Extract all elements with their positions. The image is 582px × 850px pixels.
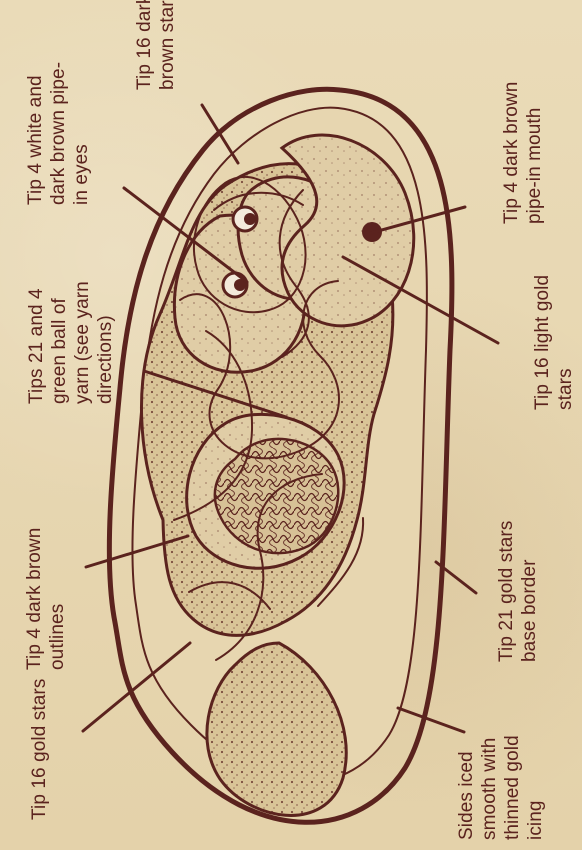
label-tip-16-dark-brown-stars-line1: Tip 16 dark bbox=[134, 0, 155, 90]
svg-text:Tip 21 gold stars base: Tip 21 gold stars base border bbox=[496, 515, 540, 662]
svg-text:Tips 21 and 4 green ba: Tips 21 and 4 green ball of yarn (see ya… bbox=[26, 276, 116, 404]
label-tip-4-eyes-line3: in eyes bbox=[71, 144, 92, 205]
label-sides-iced-line1: Sides iced bbox=[456, 751, 477, 840]
label-sides-iced-line3: thinned gold bbox=[502, 735, 523, 840]
label-tip-21-base-border-line1: Tip 21 gold stars bbox=[496, 521, 517, 662]
label-sides-iced-line4: icing bbox=[525, 800, 546, 840]
label-tips-21-4-yarn-line1: Tips 21 and 4 bbox=[26, 288, 47, 404]
eye-pupil-left bbox=[244, 213, 256, 225]
label-tips-21-4-yarn-line3: yarn (see yarn bbox=[72, 281, 93, 404]
svg-text:Tip 4 dark brown outli: Tip 4 dark brown outlines bbox=[24, 522, 68, 670]
label-tip-4-dark-brown-outlines-line1: Tip 4 dark brown bbox=[24, 528, 45, 670]
svg-text:Tip 16 light gold star: Tip 16 light gold stars bbox=[532, 269, 576, 410]
label-tip-21-base-border-line2: base border bbox=[519, 559, 540, 662]
label-sides-iced-line2: smooth with bbox=[479, 738, 500, 840]
label-tips-21-4-yarn-line4: directions) bbox=[95, 315, 116, 404]
label-tips-21-4-yarn-line2: green ball of bbox=[49, 298, 70, 404]
svg-text:Tip 16 dark brown star: Tip 16 dark brown stars bbox=[134, 0, 178, 90]
label-tip-16-dark-brown-stars-line2: brown stars bbox=[157, 0, 178, 90]
label-tip-4-eyes-line1: Tip 4 white and bbox=[25, 75, 46, 205]
svg-text:Tip 16 gold stars: Tip 16 gold stars bbox=[29, 679, 50, 820]
label-tip-16-gold-stars: Tip 16 gold stars bbox=[29, 679, 50, 820]
svg-text:Sides iced smooth with: Sides iced smooth with thinned gold icin… bbox=[456, 730, 546, 840]
label-tip-16-light-gold-stars-line1: Tip 16 light gold bbox=[532, 275, 553, 410]
label-tip-4-eyes-line2: dark brown pipe- bbox=[48, 62, 69, 205]
label-tip-4-dark-brown-outlines-line2: outlines bbox=[47, 604, 68, 670]
label-tip-4-mouth-line2: pipe-in mouth bbox=[524, 108, 545, 224]
label-tip-16-light-gold-stars-line2: stars bbox=[555, 368, 576, 410]
label-tip-4-mouth-line1: Tip 4 dark brown bbox=[501, 82, 522, 224]
svg-text:Tip 4 white and dark b: Tip 4 white and dark brown pipe- in eyes bbox=[25, 56, 92, 205]
svg-text:Tip 4 dark brown pipe-: Tip 4 dark brown pipe-in mouth bbox=[501, 76, 545, 224]
